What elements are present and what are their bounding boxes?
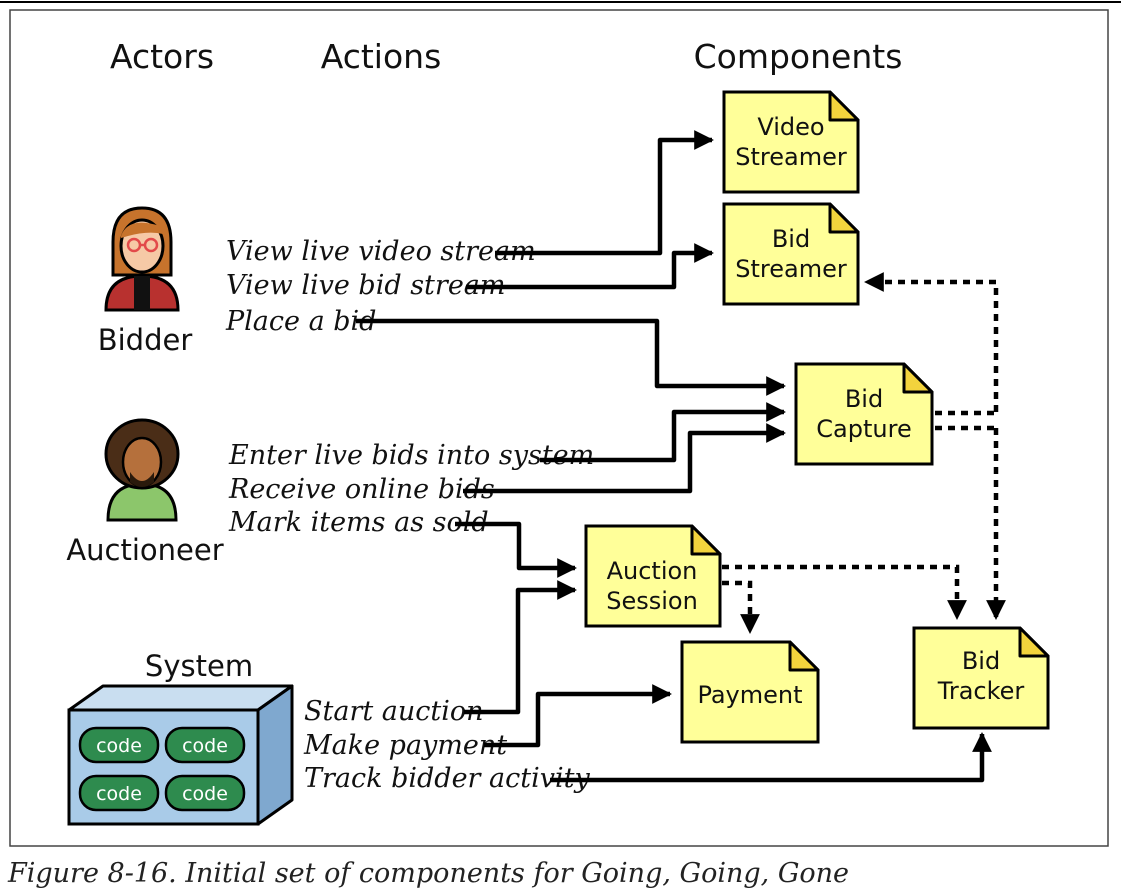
component-video-streamer: Video Streamer <box>722 90 860 194</box>
figure-frame <box>9 9 1109 847</box>
action-place-bid: Place a bid <box>225 306 376 337</box>
system-label: System <box>145 649 253 683</box>
svg-text:Auction: Auction <box>607 557 698 585</box>
action-mark-sold: Mark items as sold <box>228 507 489 538</box>
connector-receive-bids <box>463 423 786 494</box>
component-payment: Payment <box>680 640 820 744</box>
action-view-bid: View live bid stream <box>226 270 506 301</box>
code-pill: code <box>78 774 160 812</box>
connector-video <box>495 130 714 256</box>
header-actions: Actions <box>321 37 442 76</box>
action-enter-bids: Enter live bids into system <box>228 440 594 471</box>
svg-text:Bid: Bid <box>772 225 810 253</box>
bidder-label: Bidder <box>98 323 193 357</box>
component-bid-capture: Bid Capture <box>794 362 934 466</box>
svg-text:code: code <box>96 783 142 805</box>
figure-caption: Figure 8-16. Initial set of components f… <box>7 858 849 889</box>
svg-text:Tracker: Tracker <box>937 677 1025 705</box>
code-pill: code <box>164 726 246 764</box>
connector-track-activity <box>550 732 992 783</box>
svg-text:Bid: Bid <box>845 385 883 413</box>
svg-text:code: code <box>182 783 228 805</box>
svg-text:Video: Video <box>757 113 824 141</box>
header-components: Components <box>694 37 903 76</box>
svg-text:Bid: Bid <box>962 647 1000 675</box>
svg-text:code: code <box>96 735 142 757</box>
dotted-connector-session-payment <box>722 580 760 634</box>
dotted-connector-bid-streamer <box>864 272 999 412</box>
action-view-video: View live video stream <box>226 236 536 267</box>
action-receive-bids: Receive online bids <box>228 474 495 505</box>
component-bid-streamer: Bid Streamer <box>722 202 860 306</box>
action-start-auction: Start auction <box>304 696 484 727</box>
auctioneer-label: Auctioneer <box>66 533 223 567</box>
connector-mark-sold <box>455 521 577 578</box>
code-pill: code <box>164 774 246 812</box>
svg-text:Session: Session <box>606 587 698 615</box>
component-auction-session: Auction Session <box>584 524 722 628</box>
action-make-payment: Make payment <box>303 730 507 761</box>
connector-start-auction <box>464 580 577 715</box>
dotted-connector-session-tracker <box>722 564 967 620</box>
connector-payment <box>484 684 672 748</box>
header-actors: Actors <box>110 37 214 76</box>
code-pill: code <box>78 726 160 764</box>
svg-text:Payment: Payment <box>697 681 802 709</box>
auctioneer-icon <box>104 418 180 522</box>
svg-text:code: code <box>182 735 228 757</box>
bidder-icon <box>104 206 180 312</box>
svg-text:Streamer: Streamer <box>735 255 847 283</box>
svg-text:Capture: Capture <box>816 415 911 443</box>
connector-place-bid <box>356 318 786 396</box>
connector-enter-bids <box>540 402 786 463</box>
action-track-activity: Track bidder activity <box>304 763 590 794</box>
svg-text:Streamer: Streamer <box>735 143 847 171</box>
connector-bid-stream <box>466 243 714 290</box>
component-bid-tracker: Bid Tracker <box>912 626 1050 730</box>
